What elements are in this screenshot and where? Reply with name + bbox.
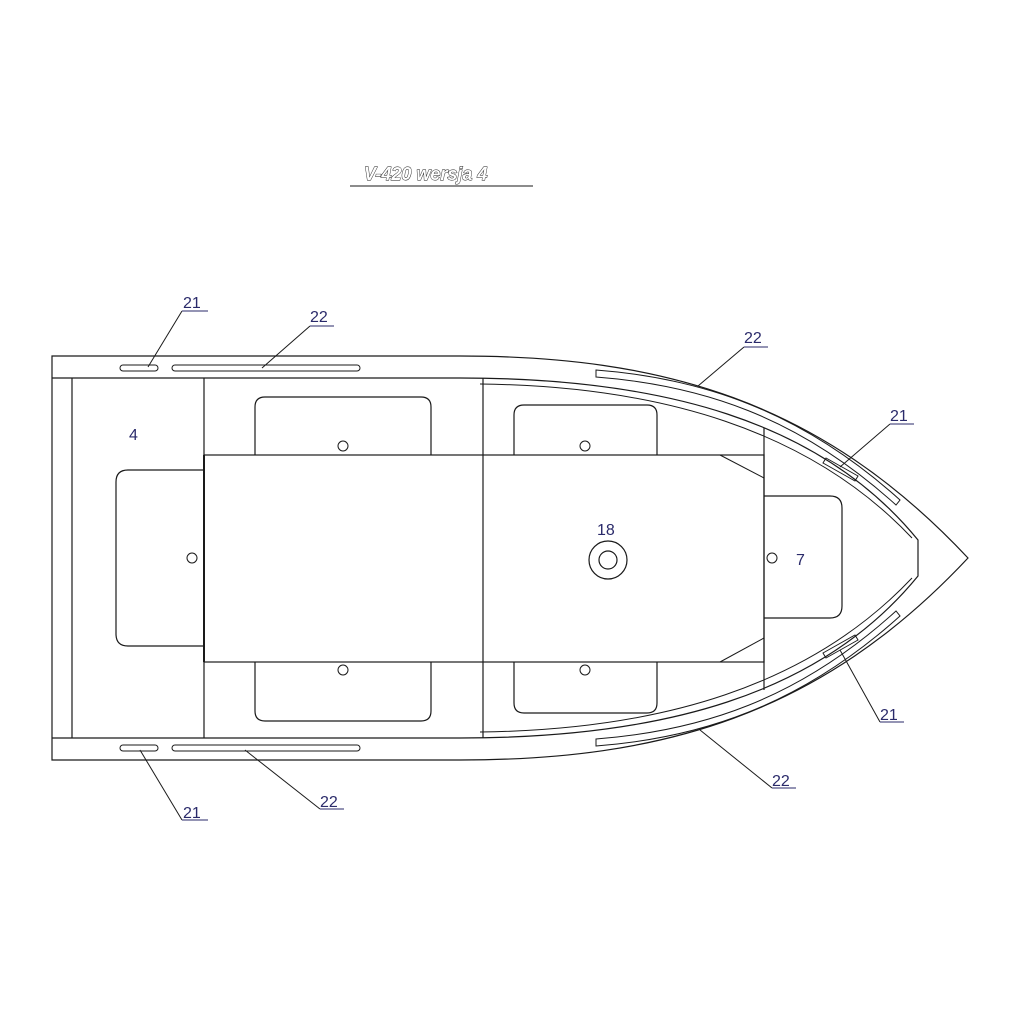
label-compartment-7: 7	[796, 552, 805, 569]
callout-rail-bottom-left: 22	[320, 794, 338, 811]
label-center-18: 18	[597, 522, 615, 539]
center-deck-chamfer-bottom	[719, 637, 765, 663]
callout-rail-top-left: 22	[310, 309, 328, 326]
leader-rod-holder-top-right	[839, 423, 891, 468]
hatch-top-left	[254, 396, 432, 455]
callout-rod-holder-bottom-left: 21	[183, 805, 201, 822]
hatch-bottom-right-knob	[579, 664, 591, 676]
rod-holder-slot-bottom-right	[822, 634, 859, 659]
hatch-aft-seat	[115, 469, 204, 647]
leader-rod-holder-bottom-left	[139, 749, 183, 821]
hatch-bow-knob	[766, 552, 778, 564]
hatch-top-right-knob	[579, 440, 591, 452]
hatch-bottom-left-knob	[337, 664, 349, 676]
hatch-bow	[764, 495, 843, 619]
drawing-title: V-420 wersja 4	[350, 164, 533, 187]
hull	[51, 355, 969, 761]
hull-outer-outline	[51, 355, 969, 761]
callouts: 21 22 22 21 21 22 22 21	[139, 295, 914, 822]
title-text: V-420 wersja 4	[364, 164, 487, 184]
callout-rod-holder-top-left: 21	[183, 295, 201, 312]
hull-inner-gunwale	[52, 377, 919, 739]
leader-rod-holder-top-left	[147, 310, 183, 368]
rail-slots	[119, 364, 901, 752]
callout-rail-bottom-right: 22	[772, 773, 790, 790]
rail-slot-bottom-right	[595, 610, 901, 747]
leader-rail-top-right	[697, 346, 745, 387]
rod-holder-slot-top-left	[119, 364, 159, 372]
center-fitting-inner-ring	[598, 550, 618, 570]
rod-holder-slot-top-right	[822, 457, 859, 482]
rail-slot-bottom-left	[171, 744, 361, 752]
leader-rail-top-left	[261, 325, 311, 369]
leader-rail-bottom-left	[244, 749, 321, 810]
label-compartment-4: 4	[129, 427, 138, 444]
hatch-top-right	[513, 404, 658, 455]
hull-inner-gunwale-line-2	[479, 383, 913, 733]
callout-rail-top-right: 22	[744, 330, 762, 347]
hatch-aft-knob	[186, 552, 198, 564]
center-deck-chamfer-top	[719, 454, 765, 479]
rail-slot-top-right	[595, 369, 901, 506]
leader-rod-holder-bottom-right	[839, 649, 881, 723]
callout-rod-holder-top-right: 21	[890, 408, 908, 425]
interior-labels: 4 7 18	[129, 427, 805, 569]
center-deck-panel	[203, 454, 765, 663]
interior	[115, 378, 843, 738]
rail-slot-top-left	[171, 364, 361, 372]
hatch-bottom-right	[513, 662, 658, 714]
center-fitting-outer-ring	[588, 540, 628, 580]
rod-holder-slot-bottom-left	[119, 744, 159, 752]
callout-rod-holder-bottom-right: 21	[880, 707, 898, 724]
hatch-bottom-left	[254, 662, 432, 722]
leader-rail-bottom-right	[699, 729, 773, 789]
hatch-top-left-knob	[337, 440, 349, 452]
